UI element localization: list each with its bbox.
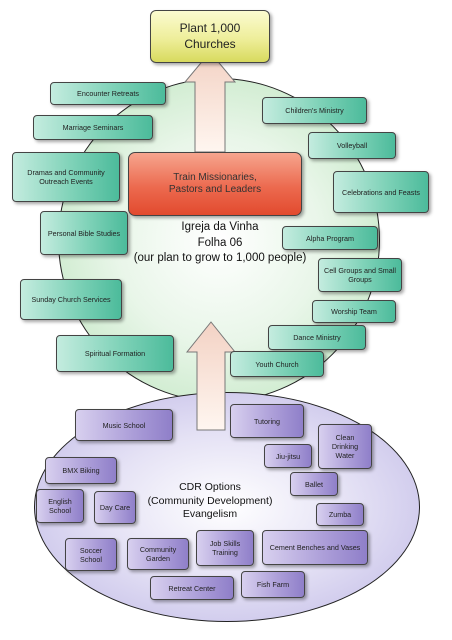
plant-line1: Plant 1,000 [179, 20, 241, 35]
item-label: Jiu-jitsu [275, 451, 301, 461]
item-label: Day Care [99, 503, 131, 512]
item-cell-groups: Cell Groups and Small Groups [318, 258, 402, 292]
item-fish-farm: Fish Farm [241, 571, 305, 598]
arrow-up-to-train [185, 321, 237, 431]
item-label: Alpha Program [306, 233, 354, 243]
item-ballet: Ballet [290, 472, 338, 496]
item-soccer-school: Soccer School [65, 538, 117, 571]
item-marriage-seminars: Marriage Seminars [33, 115, 153, 140]
cdr-line3: Evangelism [182, 508, 238, 521]
item-label: Cement Benches and Vases [269, 543, 361, 552]
item-sunday-church-services: Sunday Church Services [20, 279, 122, 320]
item-label: Community Garden [139, 545, 177, 563]
item-label: Job Skills Training [209, 539, 241, 557]
item-encounter-retreats: Encounter Retreats [50, 82, 166, 105]
arrow-up-to-plant [183, 51, 237, 153]
item-label: Volleyball [336, 141, 368, 150]
item-jiu-jitsu: Jiu-jitsu [264, 444, 312, 468]
item-label: Youth Church [255, 359, 299, 369]
item-cement-benches: Cement Benches and Vases [262, 530, 368, 565]
church-plan-text: Igreja da Vinha Folha 06 (our plan to gr… [100, 220, 340, 267]
item-zumba: Zumba [316, 503, 364, 526]
train-line2: Pastors and Leaders [168, 184, 262, 195]
train-line1: Train Missionaries, [173, 171, 257, 183]
item-dramas-outreach: Dramas and Community Outreach Events [12, 152, 120, 202]
item-label: Tutoring [253, 416, 281, 426]
cdr-line1: CDR Options [179, 481, 241, 493]
item-label: Dramas and Community Outreach Events [27, 168, 105, 186]
item-label: Marriage Seminars [62, 123, 124, 132]
item-community-garden: Community Garden [127, 538, 189, 570]
item-music-school: Music School [75, 409, 173, 441]
item-worship-team: Worship Team [312, 300, 396, 323]
item-personal-bible-studies: Personal Bible Studies [40, 211, 128, 255]
item-label: Spiritual Formation [84, 349, 146, 358]
item-label: Soccer School [79, 545, 103, 564]
item-job-skills-training: Job Skills Training [196, 530, 254, 566]
item-dance-ministry: Dance Ministry [268, 325, 366, 350]
item-volleyball: Volleyball [308, 132, 396, 159]
item-label: Cell Groups and Small Groups [324, 266, 396, 284]
item-label: BMX Biking [62, 466, 100, 475]
item-label: Zumba [328, 510, 352, 519]
cdr-line2: (Community Development) [147, 494, 273, 507]
item-label: English School [48, 497, 72, 515]
church-subtitle: Folha 06 [197, 236, 243, 249]
item-bmx-biking: BMX Biking [45, 457, 117, 484]
item-label: Music School [102, 420, 146, 430]
item-label: Personal Bible Studies [47, 228, 121, 238]
item-youth-church: Youth Church [230, 351, 324, 377]
church-name: Igreja da Vinha [181, 221, 259, 233]
item-label: Worship Team [331, 307, 377, 316]
item-label: Encounter Retreats [77, 89, 139, 98]
item-english-school: English School [36, 489, 84, 523]
item-label: Clean Drinking Water [331, 433, 359, 460]
item-childrens-ministry: Children's Ministry [262, 97, 367, 124]
item-celebrations-feasts: Celebrations and Feasts [333, 171, 429, 213]
item-label: Celebrations and Feasts [342, 187, 420, 197]
cdr-text: CDR Options (Community Development) Evan… [130, 481, 290, 522]
item-day-care: Day Care [94, 491, 136, 524]
item-label: Children's Ministry [285, 106, 344, 115]
item-label: Retreat Center [168, 583, 216, 593]
plant-line2: Churches [184, 36, 236, 51]
church-goal: (our plan to grow to 1,000 people) [133, 252, 307, 265]
item-clean-drinking-water: Clean Drinking Water [318, 424, 372, 469]
item-label: Dance Ministry [293, 333, 341, 342]
plant-churches-box: Plant 1,000 Churches [150, 10, 270, 63]
item-retreat-center: Retreat Center [150, 576, 234, 600]
item-alpha-program: Alpha Program [282, 226, 378, 250]
item-tutoring: Tutoring [230, 404, 304, 438]
train-leaders-box: Train Missionaries, Pastors and Leaders [128, 152, 302, 216]
item-spiritual-formation: Spiritual Formation [56, 335, 174, 372]
item-label: Fish Farm [256, 580, 290, 589]
item-label: Ballet [305, 479, 323, 489]
item-label: Sunday Church Services [31, 295, 111, 304]
